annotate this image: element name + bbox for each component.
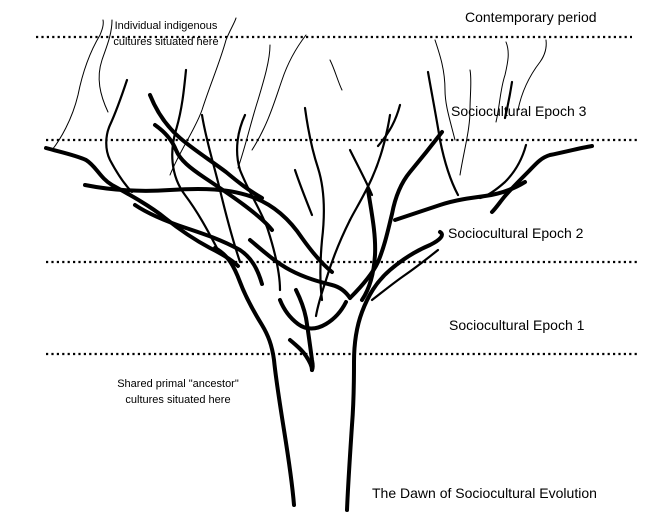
note-indigenous-line-2: cultures situated here bbox=[113, 36, 219, 48]
thin-line-1 bbox=[51, 19, 104, 151]
label-contemporary-period: Contemporary period bbox=[465, 9, 597, 25]
limb-right-c bbox=[360, 188, 378, 302]
thin-line-9 bbox=[495, 41, 509, 123]
limb-left-b bbox=[148, 93, 264, 200]
note-indigenous-line-1: Individual indigenous bbox=[114, 20, 218, 32]
branch-m11 bbox=[426, 70, 460, 197]
branch-m7 bbox=[314, 218, 352, 318]
label-epoch-2: Sociocultural Epoch 2 bbox=[448, 225, 584, 241]
branch-m12 bbox=[370, 248, 440, 302]
branch-m6 bbox=[293, 168, 314, 217]
thin-line-5 bbox=[237, 44, 271, 169]
limb-left-a bbox=[153, 123, 274, 232]
thin-lines bbox=[51, 17, 547, 176]
thin-line-8 bbox=[459, 69, 472, 176]
label-epoch-3: Sociocultural Epoch 3 bbox=[451, 103, 587, 119]
note-ancestor-line-2: cultures situated here bbox=[125, 394, 231, 406]
limb-center-right bbox=[278, 298, 348, 331]
limb-right-b bbox=[393, 180, 527, 222]
thin-line-10 bbox=[517, 39, 547, 111]
limb-far-left bbox=[44, 146, 240, 268]
limb-mid bbox=[248, 238, 352, 300]
branch-m10 bbox=[376, 103, 402, 148]
branch-m8 bbox=[348, 148, 374, 197]
branch-m5 bbox=[303, 106, 325, 302]
limb-right-a bbox=[348, 130, 444, 300]
thin-line-2 bbox=[98, 19, 113, 113]
thin-line-7 bbox=[434, 39, 456, 141]
limb-left-c bbox=[133, 203, 264, 286]
thin-line-6 bbox=[329, 59, 343, 91]
limb-center-left bbox=[83, 183, 334, 274]
note-ancestor-cultures: Shared primal "ancestor" cultures situat… bbox=[98, 376, 258, 408]
note-indigenous-cultures: Individual indigenous cultures situated … bbox=[86, 18, 246, 50]
label-dawn: The Dawn of Sociocultural Evolution bbox=[372, 485, 597, 501]
thin-line-4 bbox=[251, 34, 307, 151]
label-epoch-1: Sociocultural Epoch 1 bbox=[449, 317, 585, 333]
branch-m2 bbox=[171, 68, 220, 252]
branch-m1 bbox=[105, 78, 134, 194]
limb-low-center bbox=[288, 338, 314, 372]
trunk-right bbox=[345, 230, 444, 512]
thick-branches bbox=[44, 93, 594, 512]
branch-m13 bbox=[503, 80, 514, 120]
note-ancestor-line-1: Shared primal "ancestor" bbox=[117, 378, 239, 390]
epoch-boundaries bbox=[36, 35, 640, 356]
trunk-left bbox=[213, 246, 296, 507]
limb-far-right bbox=[490, 144, 594, 214]
